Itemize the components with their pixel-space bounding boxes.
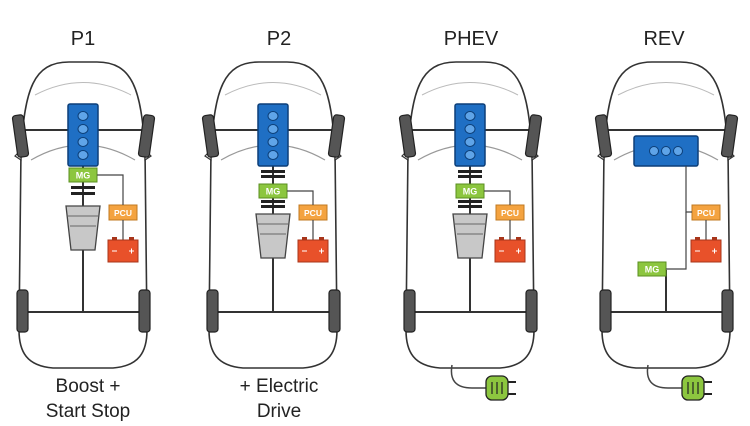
- wheel-1: [594, 114, 613, 158]
- wheel-4: [328, 289, 341, 333]
- mg-label: MG: [463, 187, 478, 197]
- engine-block: [257, 103, 289, 167]
- engine-cylinder: [77, 124, 89, 134]
- engine-cylinder: [464, 137, 476, 147]
- engine-cylinder: [267, 111, 279, 121]
- pcu-label: PCU: [697, 208, 715, 218]
- wheel-2: [720, 114, 739, 158]
- battery-terminal: [319, 237, 324, 240]
- wheel-2: [524, 114, 543, 158]
- engine-cylinder: [649, 146, 659, 156]
- wheel-1: [398, 114, 417, 158]
- wheel-2: [137, 114, 156, 158]
- caption-p1: Boost + Start Stop: [8, 374, 168, 424]
- battery-terminal: [695, 237, 700, 240]
- clutch-bar: [458, 170, 482, 173]
- clutch-bar: [261, 200, 285, 203]
- caption-p1-line1: Boost +: [55, 376, 121, 397]
- engine-cylinder: [77, 111, 89, 121]
- wheel-2: [327, 114, 346, 158]
- clutch-bar: [71, 186, 95, 189]
- title-p2: P2: [266, 28, 292, 50]
- battery-terminal: [112, 237, 117, 240]
- wheel-1: [201, 114, 220, 158]
- wheel-3: [599, 289, 612, 333]
- wheel-3: [206, 289, 219, 333]
- gearbox: [255, 213, 291, 259]
- battery-terminal: [129, 237, 134, 240]
- title-p1: P1: [70, 28, 96, 50]
- hood-line: [617, 82, 715, 96]
- gearbox: [452, 213, 488, 259]
- battery-terminal: [712, 237, 717, 240]
- wire-mg-pcu: [287, 190, 314, 205]
- clutch-bar: [458, 205, 482, 208]
- engine-cylinder: [464, 124, 476, 134]
- clutch-bar: [261, 170, 285, 173]
- wire-mg-pcu: [484, 190, 511, 205]
- hood-line: [34, 82, 132, 96]
- engine-cylinder: [673, 146, 683, 156]
- caption-p2-line2: Drive: [256, 401, 302, 422]
- pcu-label: PCU: [114, 208, 132, 218]
- wire-mg-pcu: [666, 212, 687, 270]
- clutch-bar: [458, 175, 482, 178]
- wheel-4: [721, 289, 734, 333]
- wire-mg-pcu: [97, 174, 124, 205]
- car-rev: MG PCU: [594, 61, 739, 401]
- wheel-3: [16, 289, 29, 333]
- mg-label: MG: [76, 171, 91, 181]
- hood-line: [421, 82, 519, 96]
- wheel-4: [525, 289, 538, 333]
- wheel-1: [11, 114, 30, 158]
- title-rev: REV: [643, 28, 685, 50]
- battery-icon: [297, 239, 329, 263]
- engine-block: [454, 103, 486, 167]
- car-p1: MG PCU: [11, 61, 156, 369]
- mg-label: MG: [266, 187, 281, 197]
- engine-cylinder: [267, 150, 279, 160]
- wheel-3: [403, 289, 416, 333]
- clutch-bar: [458, 200, 482, 203]
- engine-cylinder: [464, 111, 476, 121]
- engine-cylinder: [77, 150, 89, 160]
- engine-cylinder: [267, 137, 279, 147]
- battery-terminal: [302, 237, 307, 240]
- pcu-label: PCU: [304, 208, 322, 218]
- gearbox: [65, 205, 101, 251]
- hood-line: [224, 82, 322, 96]
- charging-cable: [450, 364, 486, 389]
- engine-cylinder: [267, 124, 279, 134]
- battery-terminal: [516, 237, 521, 240]
- engine-cylinder: [464, 150, 476, 160]
- clutch-bar: [71, 192, 95, 195]
- engine-block: [67, 103, 99, 167]
- title-phev: PHEV: [443, 28, 499, 50]
- clutch-bar: [261, 205, 285, 208]
- battery-icon: [494, 239, 526, 263]
- caption-p2-line1: + Electric: [239, 376, 319, 397]
- caption-p2: + Electric Drive: [199, 374, 359, 424]
- mg-label: MG: [645, 265, 660, 275]
- car-p2: MG PCU: [201, 61, 346, 369]
- battery-terminal: [499, 237, 504, 240]
- car-phev: MG PCU: [398, 61, 543, 401]
- caption-p1-line2: Start Stop: [45, 401, 131, 422]
- engine-cylinder: [77, 137, 89, 147]
- battery-icon: [107, 239, 139, 263]
- charging-cable: [646, 364, 682, 389]
- engine-cylinder: [661, 146, 671, 156]
- pcu-label: PCU: [501, 208, 519, 218]
- clutch-bar: [261, 175, 285, 178]
- battery-icon: [690, 239, 722, 263]
- wheel-4: [138, 289, 151, 333]
